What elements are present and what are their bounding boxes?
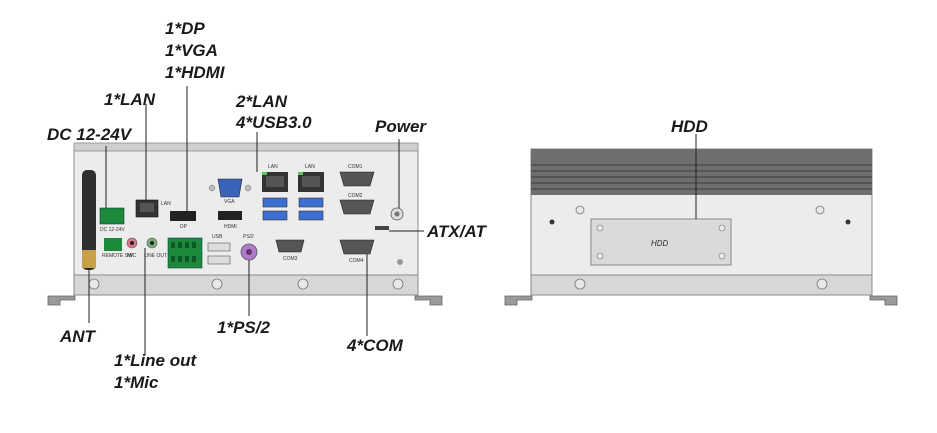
back-top-fins [531,149,872,195]
mic-label: MIC [127,253,137,259]
remote-label: REMOTE SW [102,253,133,259]
remote-sw-connector [104,238,122,251]
callout-mic: 1*Mic [114,373,159,392]
com1-label: COM1 [348,164,363,170]
usb3-port-3 [298,197,324,208]
front-left-bracket [47,295,76,306]
back-foot-screw-2 [816,278,828,290]
callout-lineout: 1*Line out [114,351,197,370]
callout-hdd: HDD [671,117,708,136]
callout-usb3: 4*USB3.0 [236,113,312,132]
vga-label: VGA [224,199,235,205]
callout-com: 4*COM [347,336,403,355]
front-screw-3 [297,278,309,290]
back-hole-2 [845,219,851,225]
callout-dc: DC 12-24V [47,125,132,144]
lan3-label: LAN [305,164,315,170]
usb2-port-1 [207,242,231,252]
com4-port [339,239,375,255]
lan1-label: LAN [161,201,171,207]
callout-vga: 1*VGA [165,41,218,60]
back-foot-screw-1 [574,278,586,290]
callout-power: Power [375,117,427,136]
callout-atx: ATX/AT [427,222,486,241]
com4-label: COM4 [349,258,364,264]
vga-port [217,178,243,198]
atx-switch [375,226,389,230]
back-right-bracket [869,295,898,306]
ground-screw [397,259,403,265]
back-screw-2 [815,205,825,215]
front-screw-1 [88,278,100,290]
callout-ant: ANT [60,327,95,346]
heatsink-fins [531,164,872,190]
usb3-port-4 [298,210,324,221]
lan2-label: LAN [268,164,278,170]
dp-port [170,211,196,221]
com3-label: COM3 [283,256,298,262]
com1-port [339,171,375,187]
usb2-port-2 [207,255,231,265]
front-view: DC 12-24V REMOTE SW MIC LINE OUT LAN VGA… [47,86,443,355]
back-screw-1 [575,205,585,215]
back-bottom-base [530,274,873,296]
antenna [82,170,96,270]
front-top-strip [73,142,419,152]
front-screw-4 [392,278,404,290]
dc-terminal [99,207,125,225]
antenna-base [82,250,96,268]
callout-hdmi: 1*HDMI [165,63,225,82]
com2-label: COM2 [348,193,363,199]
com2-port [339,199,375,215]
usb3-port-1 [262,197,288,208]
dp-label: DP [180,224,188,230]
callout-lan2: 2*LAN [236,92,288,111]
hdd-cover [590,218,732,266]
callout-ps2: 1*PS/2 [217,318,270,337]
front-bottom-base [73,274,419,296]
front-right-bracket [414,295,443,306]
callout-dp: 1*DP [165,19,205,38]
dc-in-label: DC 12-24V [100,227,125,233]
usb-label: USB [212,234,223,240]
back-left-bracket [504,295,533,306]
front-screw-2 [211,278,223,290]
ps2-label: PS/2 [243,234,254,240]
hdmi-label: HDMI [224,224,237,230]
hdd-cover-label: HDD [651,239,669,248]
callout-lan1: 1*LAN [104,90,156,109]
usb3-port-2 [262,210,288,221]
back-view: HDD [504,134,898,306]
back-hole-1 [549,219,555,225]
front-leader-lines [88,86,424,355]
line-out-label: LINE OUT [144,253,167,259]
hdmi-port [218,211,242,220]
com3-port [275,239,305,253]
